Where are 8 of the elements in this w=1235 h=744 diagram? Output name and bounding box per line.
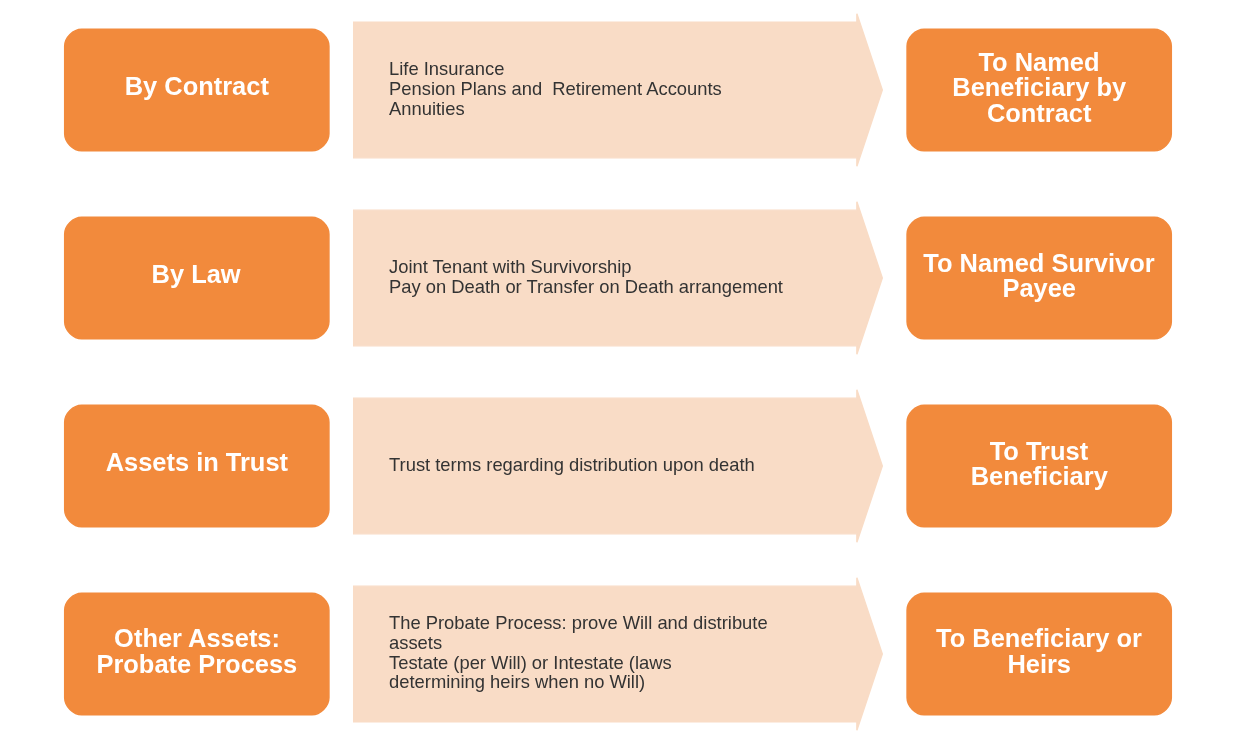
- node-box: By Contract: [63, 28, 330, 152]
- node-box: Other Assets: Probate Process: [63, 592, 330, 716]
- node-box: To Named Survivor Payee: [905, 216, 1172, 340]
- node-box: To Named Beneficiary by Contract: [905, 28, 1172, 152]
- node-box: Assets in Trust: [63, 404, 330, 528]
- node-box: To Trust Beneficiary: [905, 404, 1172, 528]
- node-box: By Law: [63, 216, 330, 340]
- node-box: To Beneficiary or Heirs: [905, 592, 1172, 716]
